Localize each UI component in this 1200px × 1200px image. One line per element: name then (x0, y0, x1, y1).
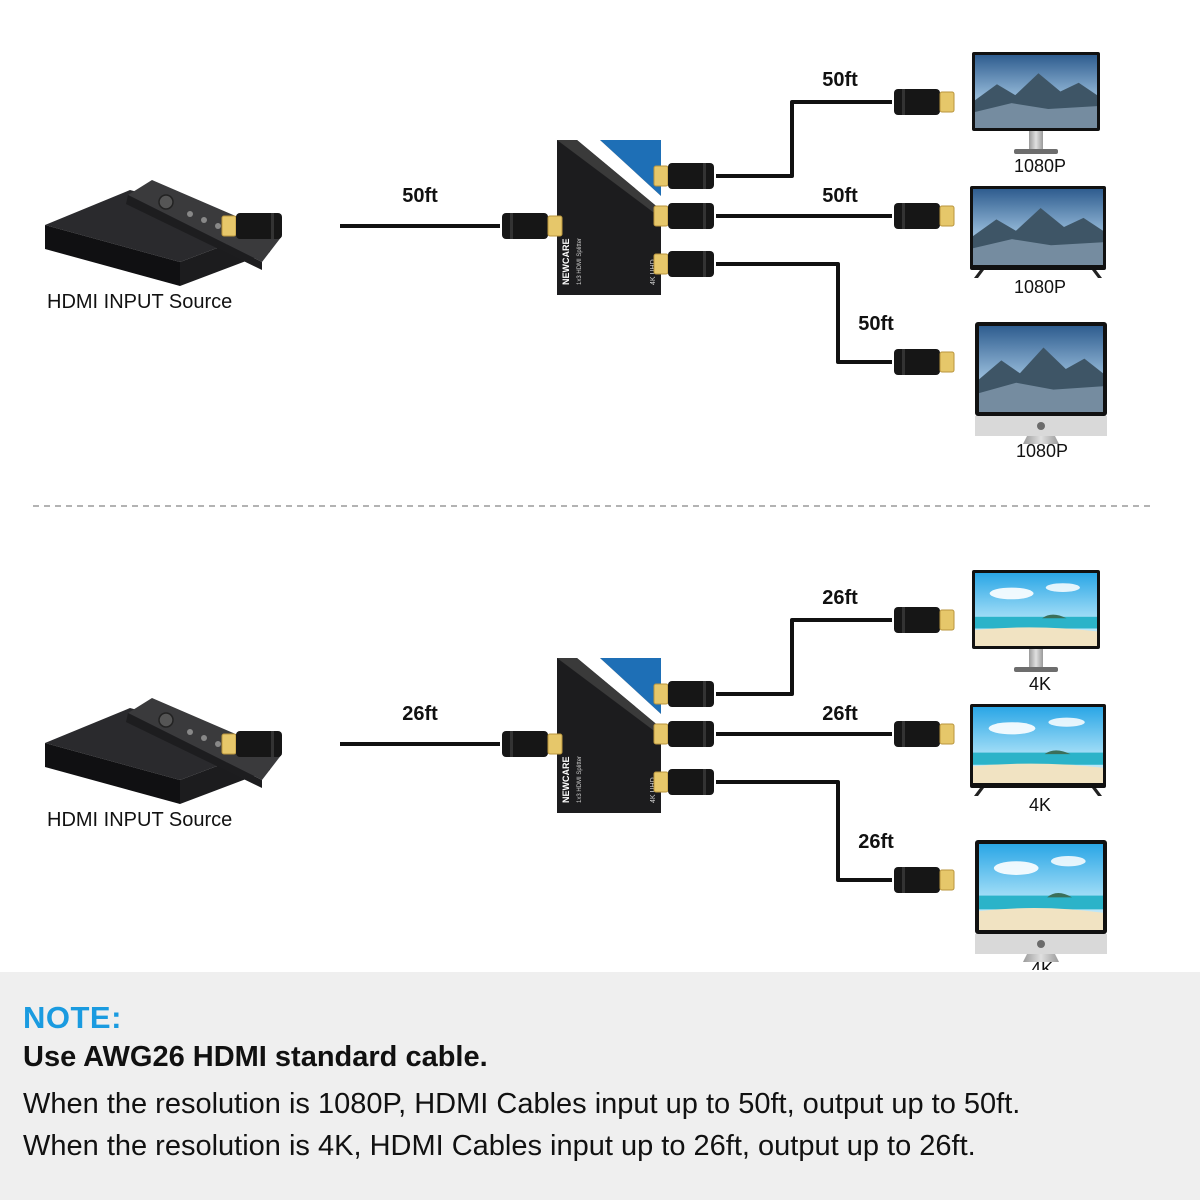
display-1-resolution: 4K (1029, 674, 1051, 694)
output-1-cable-length: 26ft (822, 587, 858, 609)
splitter-output-plug-1 (654, 163, 714, 189)
monitor-stand (1029, 649, 1043, 668)
splitter-brand: NEWCARE (561, 239, 571, 286)
display-3-resolution: 1080P (1016, 441, 1068, 461)
source-label: HDMI INPUT Source (47, 809, 232, 831)
splitter-output-plug-1 (654, 681, 714, 707)
output-cable-1 (716, 102, 892, 176)
source-label: HDMI INPUT Source (47, 291, 232, 313)
output-cable-1 (716, 620, 892, 694)
source-hdmi-plug (222, 731, 282, 757)
output-2-cable-length: 50ft (822, 185, 858, 207)
display-input-plug-3 (894, 867, 954, 893)
note-cable-requirement: Use AWG26 HDMI standard cable. (23, 1041, 488, 1074)
tv-display (970, 186, 1106, 278)
imac-display (975, 840, 1107, 962)
splitter-output-plug-2 (654, 721, 714, 747)
note-panel (0, 972, 1200, 1200)
splitter-output-plug-2 (654, 203, 714, 229)
splitter-output-plug-3 (654, 769, 714, 795)
splitter-input-plug (502, 213, 562, 239)
imac-display (975, 322, 1107, 444)
display-input-plug-2 (894, 203, 954, 229)
splitter-brand: NEWCARE (561, 757, 571, 804)
input-cable-length: 50ft (402, 185, 438, 207)
display-2-resolution: 4K (1029, 795, 1051, 815)
note-line-1080p: When the resolution is 1080P, HDMI Cable… (23, 1088, 1020, 1121)
output-3-cable-length: 26ft (858, 831, 894, 853)
apple-logo-icon (1037, 422, 1045, 430)
display-input-plug-1 (894, 607, 954, 633)
monitor-display (972, 570, 1100, 672)
display-input-plug-2 (894, 721, 954, 747)
display-input-plug-1 (894, 89, 954, 115)
splitter-input-plug (502, 731, 562, 757)
splitter-output-plug-3 (654, 251, 714, 277)
display-1-resolution: 1080P (1014, 156, 1066, 176)
tv-foot-left (974, 270, 984, 278)
monitor-base (1014, 667, 1058, 672)
apple-logo-icon (1037, 940, 1045, 948)
monitor-stand (1029, 131, 1043, 150)
output-1-cable-length: 50ft (822, 69, 858, 91)
splitter-model: 1x3 HDMI Splitter (577, 756, 583, 803)
display-input-plug-3 (894, 349, 954, 375)
display-2-resolution: 1080P (1014, 277, 1066, 297)
monitor-base (1014, 149, 1058, 154)
note-title: NOTE: (23, 1000, 122, 1036)
display-3-resolution: 4K (1031, 959, 1053, 970)
output-2-cable-length: 26ft (822, 703, 858, 725)
source-hdmi-plug (222, 213, 282, 239)
tv-foot-left (974, 788, 984, 796)
note-line-4k: When the resolution is 4K, HDMI Cables i… (23, 1130, 976, 1163)
tv-foot-right (1092, 788, 1102, 796)
output-3-cable-length: 50ft (858, 313, 894, 335)
tv-display (970, 704, 1106, 796)
tv-foot-right (1092, 270, 1102, 278)
input-cable-length: 26ft (402, 703, 438, 725)
monitor-display (972, 52, 1100, 154)
splitter-model: 1x3 HDMI Splitter (577, 238, 583, 285)
